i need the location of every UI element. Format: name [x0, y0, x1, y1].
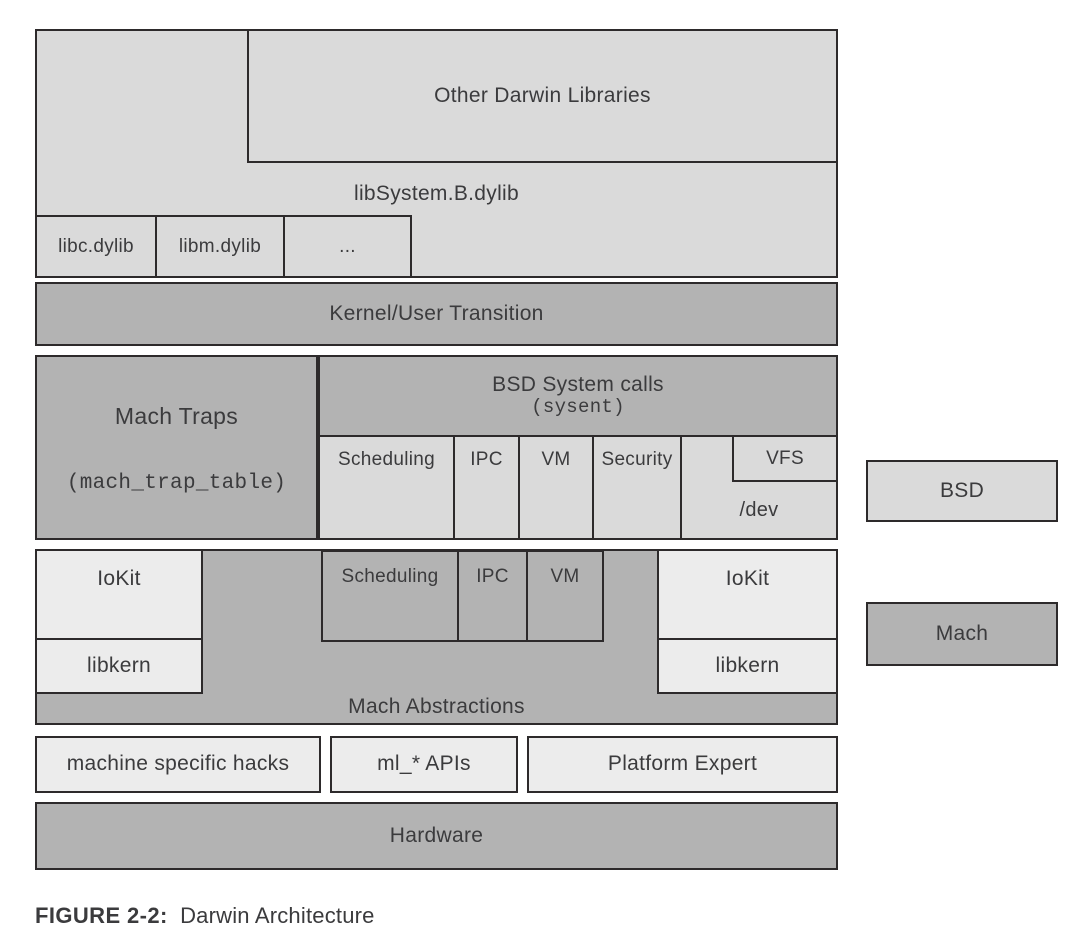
legend-bsd-box: BSD — [866, 460, 1058, 522]
iokit-left-label: IoKit — [97, 567, 141, 590]
iokit-right-box: IoKit — [657, 549, 838, 640]
other-libs-ellipsis-box: ... — [283, 215, 412, 278]
mach-ipc-label: IPC — [476, 566, 509, 587]
mach-scheduling-label: Scheduling — [341, 566, 439, 587]
kernel-user-transition-bar: Kernel/User Transition — [35, 282, 838, 346]
bsd-scheduling-cell: Scheduling — [318, 435, 455, 540]
libkern-left-box: libkern — [35, 638, 203, 694]
ml-apis-box: ml_* APIs — [330, 736, 518, 793]
bsd-security-label: Security — [601, 449, 673, 470]
bsd-ipc-label: IPC — [470, 449, 503, 470]
libsystem-label: libSystem.B.dylib — [354, 181, 519, 205]
iokit-right-label: IoKit — [725, 567, 770, 590]
mach-vm-label: VM — [550, 566, 580, 587]
legend-mach-label: Mach — [935, 621, 989, 645]
figure-caption-number: FIGURE 2-2: — [35, 903, 168, 928]
mach-ipc-cell: IPC — [457, 550, 528, 642]
libm-dylib-label: libm.dylib — [178, 235, 262, 257]
platform-expert-box: Platform Expert — [527, 736, 838, 793]
libkern-right-box: libkern — [657, 638, 838, 694]
sysent-label: (sysent) — [531, 396, 625, 419]
legend-mach-box: Mach — [866, 602, 1058, 666]
mach-scheduling-cell: Scheduling — [321, 550, 459, 642]
libkern-right-label: libkern — [715, 653, 780, 677]
libm-dylib-box: libm.dylib — [155, 215, 285, 278]
machine-specific-hacks-label: machine specific hacks — [66, 752, 290, 776]
bsd-security-cell: Security — [592, 435, 682, 540]
other-darwin-libraries-box: Other Darwin Libraries — [247, 29, 838, 163]
bsd-vm-label: VM — [541, 449, 571, 470]
libsystem-label-area: libSystem.B.dylib — [35, 178, 838, 210]
dev-label-area: /dev — [682, 484, 836, 536]
mach-vm-cell: VM — [526, 550, 604, 642]
figure-caption: FIGURE 2-2: Darwin Architecture — [35, 903, 375, 929]
legend-bsd-label: BSD — [939, 478, 985, 502]
mach-abstractions-label-area: Mach Abstractions — [35, 691, 838, 723]
platform-expert-label: Platform Expert — [607, 752, 758, 776]
other-darwin-libraries-label: Other Darwin Libraries — [434, 83, 651, 107]
kernel-user-transition-label: Kernel/User Transition — [329, 301, 544, 325]
iokit-left-box: IoKit — [35, 549, 203, 640]
vfs-label: VFS — [766, 447, 804, 469]
machine-specific-hacks-box: machine specific hacks — [35, 736, 321, 793]
vfs-box: VFS — [732, 435, 838, 482]
bsd-system-calls-label: BSD System calls — [492, 373, 664, 396]
bsd-system-calls-header: BSD System calls (sysent) — [318, 355, 838, 437]
mach-traps-box: Mach Traps (mach_trap_table) — [35, 355, 318, 540]
dev-label: /dev — [739, 498, 779, 521]
ml-apis-label: ml_* APIs — [377, 752, 471, 776]
hardware-label: Hardware — [389, 823, 484, 847]
mach-traps-label: Mach Traps — [114, 403, 239, 430]
other-libs-ellipsis-label: ... — [339, 235, 356, 257]
hardware-bar: Hardware — [35, 802, 838, 870]
libc-dylib-label: libc.dylib — [58, 235, 134, 257]
mach-abstractions-label: Mach Abstractions — [348, 694, 525, 718]
bsd-ipc-cell: IPC — [453, 435, 520, 540]
libc-dylib-box: libc.dylib — [35, 215, 157, 278]
figure-caption-title: Darwin Architecture — [180, 903, 375, 928]
libkern-left-label: libkern — [87, 653, 151, 677]
bsd-scheduling-label: Scheduling — [337, 449, 436, 470]
mach-trap-table-label: (mach_trap_table) — [66, 471, 287, 495]
bsd-vm-cell: VM — [518, 435, 594, 540]
